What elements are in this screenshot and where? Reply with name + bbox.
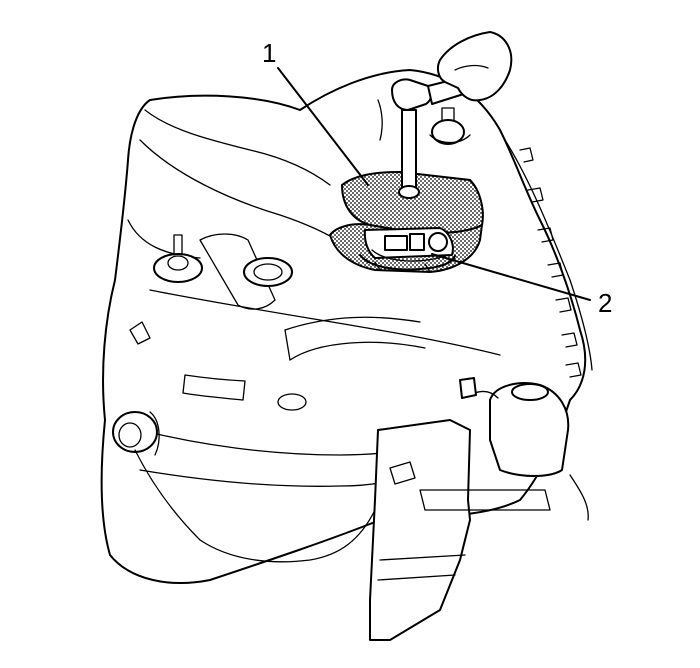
vent-valve: [429, 107, 471, 145]
filler-neck: [112, 411, 160, 456]
fuel-line: [134, 449, 376, 563]
lock-ring: [359, 254, 456, 273]
leader-line-2: [431, 253, 591, 301]
callout-2: 2: [598, 288, 613, 318]
tank-strap: [284, 316, 426, 361]
tank-upper-ridge: [139, 139, 346, 246]
left-bracket: [129, 233, 276, 345]
lower-panel: [182, 374, 246, 401]
vent-cap: [153, 234, 293, 287]
tank-upper-contour: [144, 109, 331, 186]
evap-canister: [369, 377, 589, 641]
hand-finger-line: [454, 64, 489, 71]
vent-hose: [377, 99, 383, 141]
callout-1: 1: [262, 38, 277, 68]
technician-hand: [436, 31, 513, 102]
tank-bottom-line: [139, 469, 386, 487]
drain-boss: [277, 393, 307, 411]
fuel-pump-module: [363, 227, 454, 262]
tank-mid-contour: [149, 289, 501, 356]
fuel-tank-outline: [100, 69, 587, 584]
leader-line-1: [277, 67, 369, 186]
right-flange: [504, 139, 593, 378]
